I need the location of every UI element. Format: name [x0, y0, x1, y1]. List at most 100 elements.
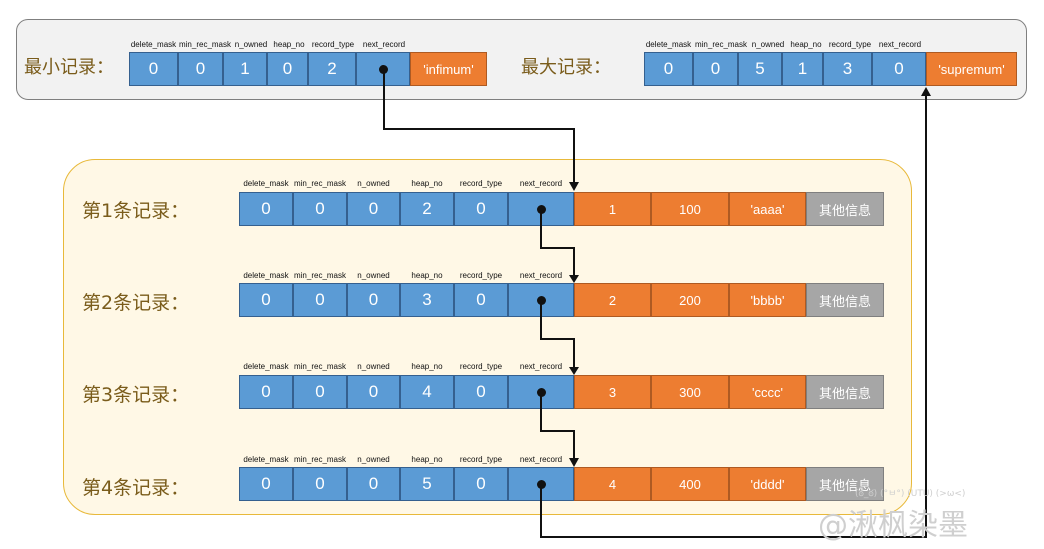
record-4-value-cell: 400 [651, 467, 729, 501]
record-4-string-cell: 'dddd' [729, 467, 806, 501]
record-3-header-next-record: next_record [519, 362, 563, 371]
record-2-header-heap-no: heap_no [411, 271, 443, 280]
record-3-header-record-type: record_type [459, 362, 503, 371]
supremum-label: 最大记录： [521, 57, 611, 78]
record-4-min-rec-mask-cell: 0 [293, 467, 347, 501]
infimum-header-next-record: next_record [362, 40, 406, 49]
record-4-header-delete-mask: delete_mask [243, 455, 289, 464]
infimum-header-heap-no: heap_no [273, 40, 305, 49]
record-3-value-cell: 300 [651, 375, 729, 409]
record-1-next-record-cell [508, 192, 574, 226]
supremum-header-heap-no: heap_no [790, 40, 822, 49]
record-4-record-type-cell: 0 [454, 467, 508, 501]
record-2-header-next-record: next_record [519, 271, 563, 280]
record-2-delete-mask-cell: 0 [239, 283, 293, 317]
record-3-header-min-rec-mask: min_rec_mask [293, 362, 346, 371]
record-2-heap-no-cell: 3 [400, 283, 454, 317]
record-2-header-delete-mask: delete_mask [243, 271, 289, 280]
record-3-other-info-cell: 其他信息 [806, 375, 884, 409]
record-3-min-rec-mask-cell: 0 [293, 375, 347, 409]
record-3-header-delete-mask: delete_mask [243, 362, 289, 371]
record-1-value-cell: 100 [651, 192, 729, 226]
record-2-string-cell: 'bbbb' [729, 283, 806, 317]
record-2-header-min-rec-mask: min_rec_mask [293, 271, 346, 280]
record-1-label: 第1条记录： [82, 200, 190, 222]
record-1-record-type-cell: 0 [454, 192, 508, 226]
supremum-header-delete-mask: delete_mask [645, 40, 692, 49]
record-3-string-cell: 'cccc' [729, 375, 806, 409]
record-2-record-type-cell: 0 [454, 283, 508, 317]
watermark-text: @湫枫染墨 [818, 508, 968, 543]
infimum-next-record-cell [356, 52, 410, 86]
supremum-min-rec-mask-cell: 0 [693, 52, 738, 86]
record-3-id-cell: 3 [574, 375, 651, 409]
record-4-heap-no-cell: 5 [400, 467, 454, 501]
record-2-other-info-cell: 其他信息 [806, 283, 884, 317]
record-1-other-info-cell: 其他信息 [806, 192, 884, 226]
pointer-dot [536, 387, 546, 397]
record-2-header-record-type: record_type [459, 271, 503, 280]
infimum-n-owned-cell: 1 [223, 52, 267, 86]
record-4-header-record-type: record_type [459, 455, 503, 464]
pointer-dot [536, 479, 546, 489]
record-2-label: 第2条记录： [82, 292, 190, 314]
record-4-n-owned-cell: 0 [347, 467, 400, 501]
record-3-heap-no-cell: 4 [400, 375, 454, 409]
supremum-data-cell: 'supremum' [926, 52, 1017, 86]
record-1-header-record-type: record_type [459, 179, 503, 188]
record-3-header-n-owned: n_owned [357, 362, 390, 371]
record-3-next-record-cell [508, 375, 574, 409]
infimum-header-n-owned: n_owned [234, 40, 268, 49]
record-3-record-type-cell: 0 [454, 375, 508, 409]
record-4-next-record-cell [508, 467, 574, 501]
infimum-delete-mask-cell: 0 [129, 52, 178, 86]
supremum-header-next-record: next_record [878, 40, 922, 49]
record-1-header-n-owned: n_owned [357, 179, 390, 188]
supremum-n-owned-cell: 5 [738, 52, 782, 86]
record-3-label: 第3条记录： [82, 384, 190, 406]
record-1-string-cell: 'aaaa' [729, 192, 806, 226]
record-2-header-n-owned: n_owned [357, 271, 390, 280]
infimum-data-cell: 'infimum' [410, 52, 487, 86]
supremum-delete-mask-cell: 0 [644, 52, 693, 86]
record-1-n-owned-cell: 0 [347, 192, 400, 226]
record-1-heap-no-cell: 2 [400, 192, 454, 226]
supremum-header-record-type: record_type [828, 40, 872, 49]
record-2-next-record-cell [508, 283, 574, 317]
supremum-next-record-cell: 0 [872, 52, 926, 86]
record-2-id-cell: 2 [574, 283, 651, 317]
record-4-header-n-owned: n_owned [357, 455, 390, 464]
supremum-header-min-rec-mask: min_rec_mask [694, 40, 747, 49]
supremum-heap-no-cell: 1 [782, 52, 823, 86]
record-1-delete-mask-cell: 0 [239, 192, 293, 226]
record-2-min-rec-mask-cell: 0 [293, 283, 347, 317]
record-1-header-min-rec-mask: min_rec_mask [293, 179, 346, 188]
infimum-record-type-cell: 2 [308, 52, 356, 86]
record-1-min-rec-mask-cell: 0 [293, 192, 347, 226]
record-4-label: 第4条记录： [82, 477, 190, 499]
infimum-min-rec-mask-cell: 0 [178, 52, 223, 86]
watermark-faces: (ఠ_ఠ) (°ㅂ°) (UTU) (>ω<) [855, 489, 966, 499]
pointer-dot [378, 64, 388, 74]
infimum-header-delete-mask: delete_mask [130, 40, 177, 49]
record-4-header-next-record: next_record [519, 455, 563, 464]
record-4-header-heap-no: heap_no [411, 455, 443, 464]
pointer-dot [536, 295, 546, 305]
record-2-value-cell: 200 [651, 283, 729, 317]
record-1-header-delete-mask: delete_mask [243, 179, 289, 188]
pointer-dot [536, 204, 546, 214]
record-2-n-owned-cell: 0 [347, 283, 400, 317]
infimum-heap-no-cell: 0 [267, 52, 308, 86]
supremum-record-type-cell: 3 [823, 52, 872, 86]
infimum-label: 最小记录： [24, 57, 114, 78]
record-1-id-cell: 1 [574, 192, 651, 226]
record-1-header-next-record: next_record [519, 179, 563, 188]
record-4-id-cell: 4 [574, 467, 651, 501]
record-3-delete-mask-cell: 0 [239, 375, 293, 409]
infimum-header-record-type: record_type [311, 40, 355, 49]
record-4-header-min-rec-mask: min_rec_mask [293, 455, 346, 464]
supremum-header-n-owned: n_owned [751, 40, 785, 49]
record-1-header-heap-no: heap_no [411, 179, 443, 188]
record-4-delete-mask-cell: 0 [239, 467, 293, 501]
infimum-header-min-rec-mask: min_rec_mask [178, 40, 231, 49]
